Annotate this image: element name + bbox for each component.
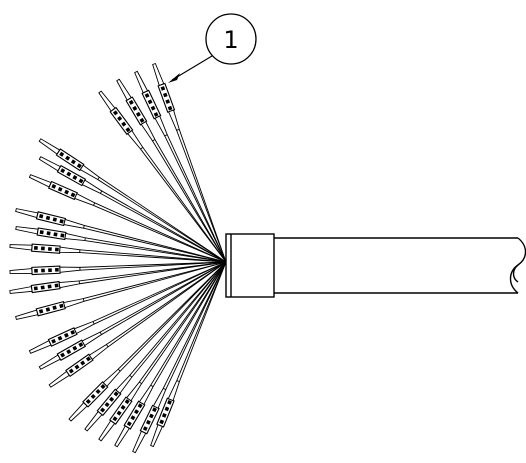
wire bbox=[132, 261, 227, 454]
pin-terminal bbox=[132, 387, 167, 454]
pin-terminal bbox=[28, 174, 96, 206]
callout-balloon: 1 bbox=[168, 13, 257, 83]
wire bbox=[48, 261, 227, 388]
pin-terminal bbox=[116, 78, 156, 142]
wire bbox=[84, 261, 227, 432]
wire bbox=[98, 261, 227, 442]
wire bbox=[28, 261, 227, 354]
wire bbox=[38, 138, 227, 263]
wire bbox=[68, 261, 227, 422]
pin-terminal bbox=[15, 298, 85, 320]
wire bbox=[114, 261, 227, 448]
pin-terminal bbox=[9, 265, 81, 276]
cable-jacket bbox=[274, 237, 526, 294]
pin-terminal bbox=[68, 368, 121, 422]
pin-terminal bbox=[38, 156, 103, 194]
wire bbox=[116, 78, 227, 263]
wire bbox=[38, 261, 227, 370]
wire bbox=[98, 90, 227, 263]
pin-terminal bbox=[98, 381, 143, 442]
pin-terminal bbox=[150, 379, 180, 448]
pin-terminal bbox=[15, 208, 85, 229]
leader-arrowhead bbox=[168, 73, 180, 83]
wire bbox=[15, 208, 227, 263]
wire bbox=[152, 62, 227, 263]
wire bbox=[150, 261, 227, 448]
pin-terminal bbox=[98, 90, 144, 150]
wire bbox=[38, 156, 227, 263]
wire bbox=[9, 243, 227, 263]
wire bbox=[15, 261, 227, 320]
wire bbox=[9, 261, 227, 294]
wire bbox=[15, 226, 227, 263]
pin-terminal bbox=[38, 331, 103, 370]
pin-terminal bbox=[15, 226, 86, 242]
pin-terminal bbox=[84, 374, 133, 432]
cable-sleeve bbox=[225, 233, 275, 298]
pin-terminal bbox=[9, 280, 81, 294]
pin-terminal bbox=[38, 138, 100, 181]
pin-terminal bbox=[134, 70, 168, 137]
wire-fan bbox=[9, 62, 227, 454]
wire bbox=[134, 70, 227, 263]
pin-terminal bbox=[48, 343, 109, 388]
wire bbox=[9, 261, 227, 276]
pin-terminal bbox=[28, 320, 95, 354]
wire bbox=[28, 174, 227, 263]
callout-number: 1 bbox=[223, 26, 238, 54]
pin-terminal bbox=[114, 384, 154, 448]
pin-terminal bbox=[152, 62, 180, 131]
pin-terminal bbox=[9, 243, 81, 254]
